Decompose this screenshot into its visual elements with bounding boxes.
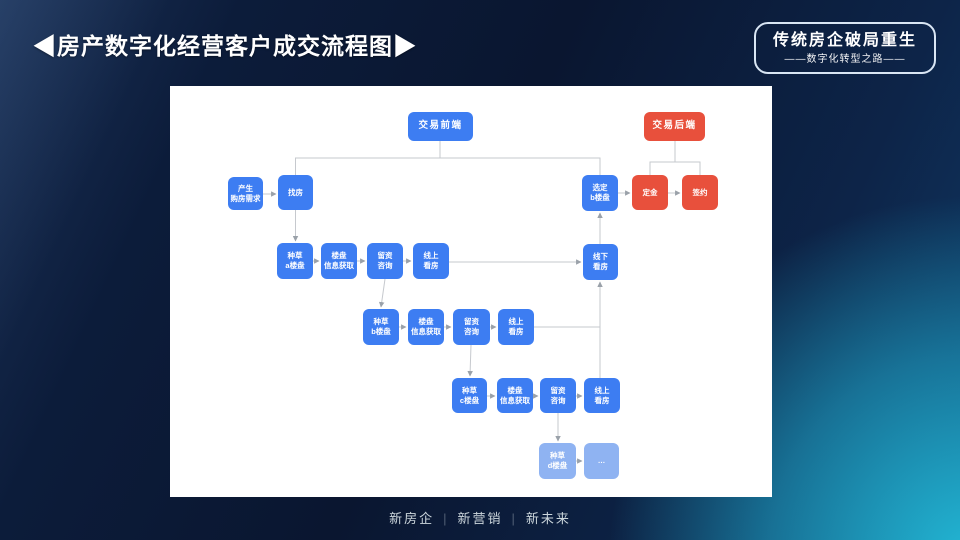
flow-node-consult-b: 留资咨询	[453, 309, 490, 345]
flow-node-deposit: 定金	[632, 175, 668, 210]
logo-title: 传统房企破局重生	[772, 31, 917, 49]
footer-separator: |	[443, 511, 449, 526]
logo-subtitle: ——数字化转型之路——	[784, 54, 906, 66]
flow-connectors	[263, 141, 701, 464]
page-title: ◀房产数字化经营客户成交流程图▶	[33, 33, 417, 59]
footer-item: 新房企	[389, 511, 435, 526]
footer-slogan: 新房企 | 新营销 | 新未来	[0, 508, 960, 527]
flow-node-consult-a: 留资咨询	[367, 243, 403, 279]
flow-node-sign: 签约	[682, 175, 718, 210]
flow-node-back-end: 交易后端	[644, 112, 705, 141]
flow-node-demand: 产生购房需求	[228, 177, 263, 210]
flow-node-find-house: 找房	[278, 175, 313, 210]
flow-node-info-c: 楼盘信息获取	[497, 378, 533, 413]
footer-item: 新营销	[457, 511, 503, 526]
flow-node-front-end: 交易前端	[408, 112, 473, 141]
flow-node-info-b: 楼盘信息获取	[408, 309, 444, 345]
flow-node-more: …	[584, 443, 619, 479]
flow-node-online-b: 线上看房	[498, 309, 534, 345]
flow-node-online-c: 线上看房	[584, 378, 620, 413]
flow-node-offline: 线下看房	[583, 244, 618, 280]
flow-node-info-a: 楼盘信息获取	[321, 243, 357, 279]
footer-item: 新未来	[525, 511, 571, 526]
footer-separator: |	[511, 511, 517, 526]
flow-node-online-a: 线上看房	[413, 243, 449, 279]
flow-node-consult-c: 留资咨询	[540, 378, 576, 413]
logo-badge: 传统房企破局重生 ——数字化转型之路——	[754, 22, 936, 74]
